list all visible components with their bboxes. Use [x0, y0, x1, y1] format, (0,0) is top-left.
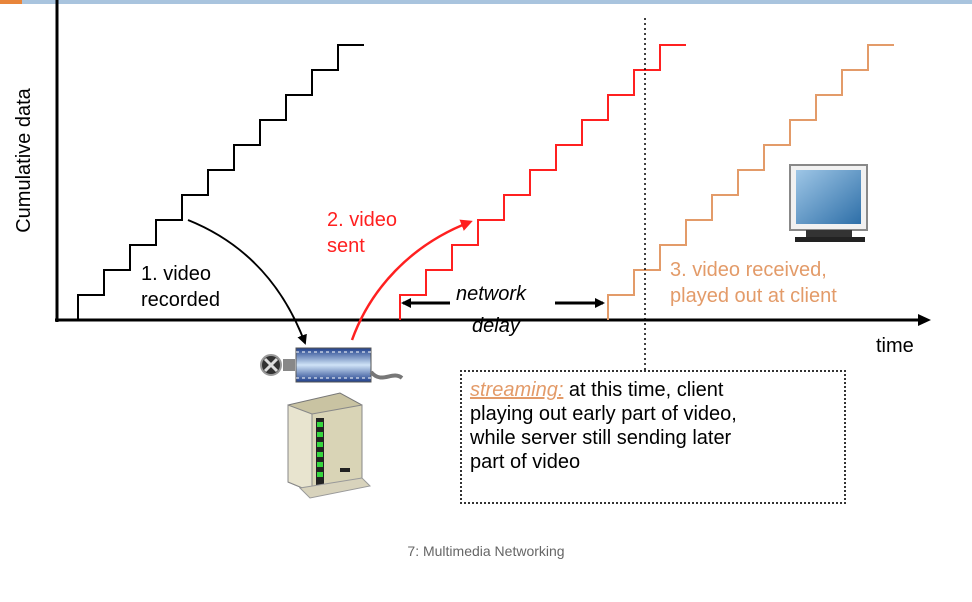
film-reel-icon — [260, 347, 404, 383]
x-axis-arrowhead — [918, 314, 931, 326]
staircase-path — [77, 44, 364, 320]
staircase-path — [399, 44, 686, 320]
header-rule — [22, 0, 972, 4]
y-axis-label: Cumulative data — [12, 87, 35, 233]
recorded-staircase — [77, 44, 364, 320]
received-label-line2: played out at client — [670, 285, 837, 307]
recorded-label-line2: recorded — [141, 289, 220, 311]
callout-line3: while server still sending later — [470, 427, 732, 449]
sent-label-line2: sent — [327, 235, 365, 257]
recorded-label-line1: 1. video — [141, 263, 212, 285]
callout-keyword: streaming: — [470, 379, 564, 401]
network-delay-label-line1: network — [456, 283, 527, 305]
callout-line2: playing out early part of video, — [470, 403, 737, 425]
callout-line4: part of video — [470, 451, 581, 473]
callout-line1: streaming: at this time, client — [470, 378, 836, 402]
server-icon — [287, 392, 372, 499]
monitor-icon — [789, 164, 868, 242]
x-axis-label: time — [876, 335, 914, 357]
received-staircase — [607, 44, 894, 320]
header-accent-bar — [0, 0, 22, 4]
received-label-line1: 3. video received, — [670, 259, 827, 281]
recorded-arrow — [187, 219, 307, 345]
streaming-callout: streaming: at this time, client playing … — [460, 370, 846, 504]
slide-footer: 7: Multimedia Networking — [407, 543, 565, 559]
sent-arrow — [350, 219, 473, 341]
sent-staircase — [399, 44, 686, 320]
network-delay-label-line2: delay — [472, 315, 520, 337]
callout-line1-text: at this time, client — [563, 379, 724, 401]
staircase-path — [607, 44, 894, 320]
sent-label-line1: 2. video — [327, 209, 398, 231]
